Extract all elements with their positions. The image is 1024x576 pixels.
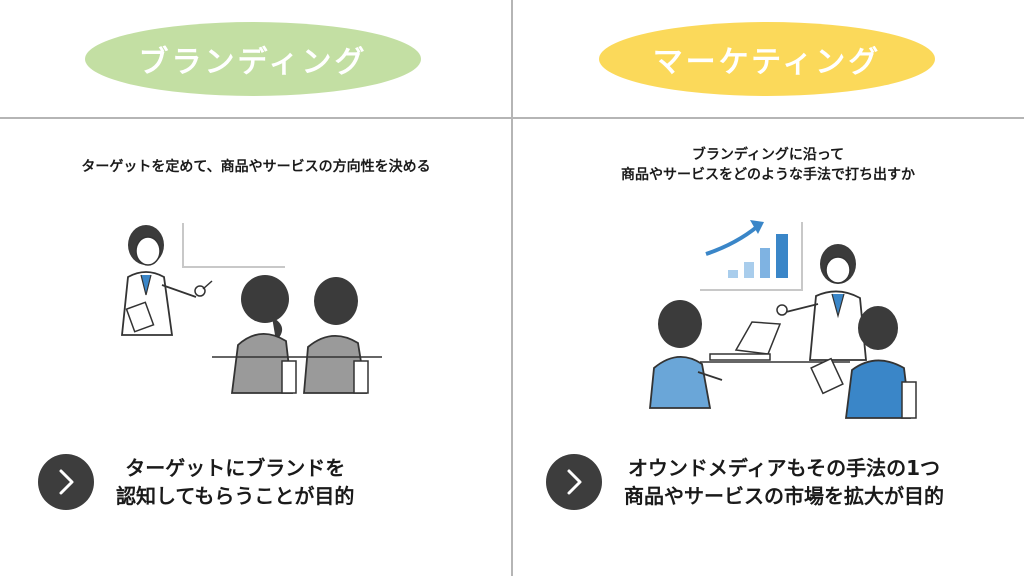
horizontal-divider [0,117,1024,119]
marketing-goal-line2: 商品やサービスの市場を拡大が目的 [624,484,944,508]
branding-goal-text: ターゲットにブランドを 認知してもらうことが目的 [116,454,354,510]
marketing-goal-line1: オウンドメディアもその手法の1つ [627,456,941,480]
marketing-goal: オウンドメディアもその手法の1つ 商品やサービスの市場を拡大が目的 [546,454,944,510]
marketing-goal-text: オウンドメディアもその手法の1つ 商品やサービスの市場を拡大が目的 [624,454,944,510]
chevron-right-icon [567,469,582,495]
branding-next-button[interactable] [38,454,94,510]
marketing-description-line1: ブランディングに沿って [691,147,845,163]
branding-goal-line2: 認知してもらうことが目的 [116,484,355,508]
chevron-right-icon [59,469,74,495]
branding-description: ターゲットを定めて、商品やサービスの方向性を決める [81,159,431,175]
vertical-divider [511,0,513,576]
marketing-title: マーケティング [652,45,882,80]
marketing-description: ブランディングに沿って 商品やサービスをどのような手法で打ち出すか [512,145,1024,185]
marketing-next-button[interactable] [546,454,602,510]
branding-goal: ターゲットにブランドを 認知してもらうことが目的 [38,454,354,510]
branding-illustration [100,215,390,399]
marketing-illustration [640,212,920,426]
branding-goal-line1: ターゲットにブランドを [125,456,346,480]
marketing-description-line2: 商品やサービスをどのような手法で打ち出すか [621,167,915,183]
branding-title: ブランディング [138,45,368,80]
marketing-title-pill: マーケティング [599,22,935,96]
branding-title-pill: ブランディング [85,22,421,96]
